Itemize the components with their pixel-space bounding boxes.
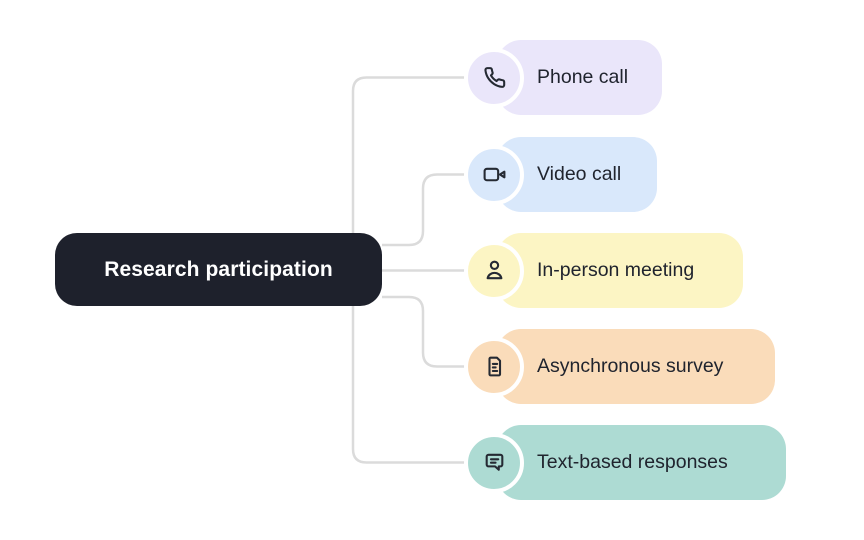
- branch-pill: In-person meeting: [497, 233, 743, 308]
- document-icon: [487, 356, 501, 377]
- branch-icon-bubble: [464, 144, 524, 205]
- branch-label: Video call: [537, 163, 622, 185]
- branch-label: Asynchronous survey: [537, 355, 724, 377]
- chat-bubble-icon: [485, 453, 503, 471]
- connector-video-call: [382, 173, 466, 247]
- branch-label: In-person meeting: [537, 259, 695, 281]
- connector-text-based-responses: [351, 280, 466, 464]
- branch-node-in-person-meeting[interactable]: In-person meeting: [464, 233, 743, 308]
- connector-phone-call: [351, 76, 466, 260]
- branch-label: Text-based responses: [537, 451, 728, 473]
- branch-icon-bubble: [464, 47, 524, 108]
- branch-icon-bubble: [464, 240, 524, 301]
- branch-pill: Phone call: [497, 40, 662, 115]
- video-camera-icon: [483, 167, 505, 182]
- branch-node-text-based-responses[interactable]: Text-based responses: [464, 425, 786, 500]
- branch-node-phone-call[interactable]: Phone call: [464, 40, 662, 115]
- root-node[interactable]: Research participation: [55, 233, 382, 306]
- branch-icon-bubble: [464, 336, 524, 397]
- branch-pill: Text-based responses: [497, 425, 786, 500]
- branch-node-asynchronous-survey[interactable]: Asynchronous survey: [464, 329, 775, 404]
- branch-node-video-call[interactable]: Video call: [464, 137, 657, 212]
- branch-icon-bubble: [464, 432, 524, 493]
- phone-icon: [483, 67, 505, 88]
- branch-pill: Asynchronous survey: [497, 329, 775, 404]
- branch-label: Phone call: [537, 66, 629, 88]
- person-icon: [486, 260, 502, 280]
- root-node-label: Research participation: [104, 257, 333, 281]
- connector-asynchronous-survey: [382, 295, 466, 368]
